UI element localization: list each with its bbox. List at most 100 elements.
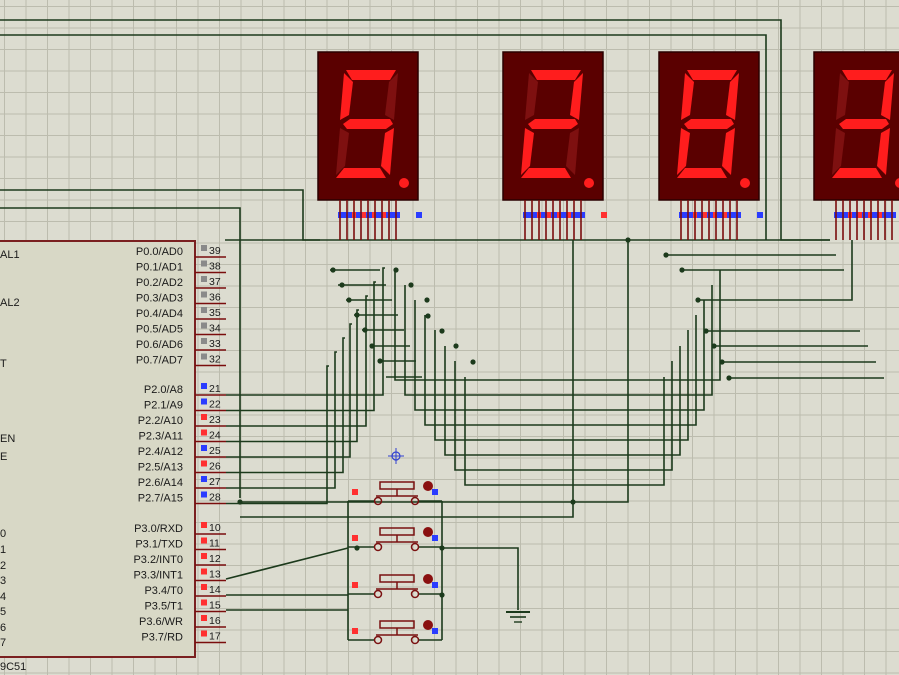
button-actuator[interactable]: [379, 620, 415, 629]
p2-pin: P2.3/A11 24: [139, 429, 226, 443]
segment-g: [528, 119, 578, 129]
pin-number: 25: [209, 445, 221, 457]
pin-label: P2.3/A11: [139, 431, 183, 443]
chip-left-label: 3: [0, 575, 6, 587]
display-pin-strip: [523, 212, 585, 218]
p3-pin: P3.6/WR 16: [139, 615, 226, 628]
button-state-led: [423, 620, 433, 630]
pin-label: P0.6/AD6: [136, 339, 183, 351]
pin-state-indicator: [201, 491, 207, 498]
p0-pin: P0.5/AD5 34: [136, 322, 226, 336]
pin-state-indicator: [201, 353, 207, 360]
segment-b: [726, 73, 739, 120]
p0-pin: P0.6/AD6 33: [136, 338, 226, 351]
chip-body: [0, 240, 196, 658]
display-pin-strip: [338, 212, 400, 218]
segment-g: [343, 119, 393, 129]
pin-label: P3.3/INT1: [133, 570, 183, 582]
segment-e: [521, 128, 534, 175]
pin-label: P3.6/WR: [139, 616, 183, 628]
push-button[interactable]: [348, 574, 442, 599]
segment-b: [570, 73, 583, 120]
segment-a: [531, 70, 581, 80]
pin-label: P0.3/AD3: [136, 293, 183, 305]
segment-a: [346, 70, 396, 80]
pin-number: 16: [209, 615, 221, 627]
seven-segment-display: [502, 51, 607, 240]
pin-number: 37: [209, 276, 221, 288]
pin-number: 17: [209, 631, 221, 643]
segment-d: [521, 168, 571, 178]
pin-number: 39: [209, 245, 221, 257]
pin-number: 24: [209, 430, 221, 442]
decimal-point: [399, 178, 409, 188]
pin-number: 15: [209, 600, 221, 612]
pin-label: P3.0/RXD: [134, 523, 183, 535]
segment-c: [381, 128, 394, 175]
pin-state-indicator: [201, 584, 207, 590]
pin-label: P2.4/A12: [138, 446, 183, 458]
pin-number: 34: [209, 323, 221, 335]
top-wires: [0, 19, 830, 498]
pin-state-indicator: [201, 630, 207, 637]
button-state-led: [423, 527, 433, 537]
pin-label: P0.5/AD5: [136, 324, 183, 336]
button-actuator[interactable]: [379, 481, 415, 490]
pin-state-indicator: [201, 568, 207, 575]
segment-d: [832, 168, 882, 178]
pin-state-indicator: [201, 445, 207, 451]
pin-state-indicator: [201, 414, 207, 420]
chip-left-label: AL1: [0, 249, 20, 261]
pin-number: 36: [209, 292, 221, 304]
pin-state-indicator: [201, 322, 207, 329]
push-button[interactable]: [348, 481, 442, 506]
pin-label: P0.2/AD2: [136, 277, 183, 289]
pin-number: 35: [209, 307, 221, 319]
pin-state-indicator: [201, 245, 207, 251]
push-button[interactable]: [348, 620, 442, 645]
p0-pin: P0.7/AD7 32: [136, 353, 226, 367]
segment-e: [336, 128, 349, 175]
segment-f: [836, 73, 849, 120]
pin-label: P2.1/A9: [144, 400, 183, 412]
chip-name-label: 9C51: [0, 661, 26, 673]
pin-number: 13: [209, 569, 221, 581]
button-state-led: [423, 574, 433, 584]
pin-number: 33: [209, 338, 221, 350]
p0-pin: P0.2/AD2 37: [136, 276, 226, 289]
pin-state-indicator: [201, 522, 207, 528]
pin-label: P3.4/T0: [144, 585, 183, 597]
segment-a: [842, 70, 892, 80]
chip-left-label: E: [0, 451, 7, 463]
push-button[interactable]: [348, 527, 442, 552]
push-buttons: [225, 481, 445, 645]
pin-label: P0.7/AD7: [136, 355, 183, 367]
p0-pin: P0.4/AD4 35: [136, 307, 226, 320]
segment-bus-wires: [226, 237, 884, 518]
segment-b: [385, 73, 398, 120]
pin-number: 27: [209, 476, 221, 488]
pin-state-indicator: [201, 537, 207, 544]
pin-label: P0.4/AD4: [136, 308, 183, 320]
pin-number: 32: [209, 354, 221, 366]
button-actuator[interactable]: [379, 527, 415, 536]
segment-f: [681, 73, 694, 120]
pin-number: 23: [209, 414, 221, 426]
chip-left-label: 7: [0, 637, 6, 649]
p3-pin: P3.3/INT1 13: [133, 568, 226, 582]
ground-icon: [443, 547, 530, 623]
button-actuator[interactable]: [379, 574, 415, 583]
